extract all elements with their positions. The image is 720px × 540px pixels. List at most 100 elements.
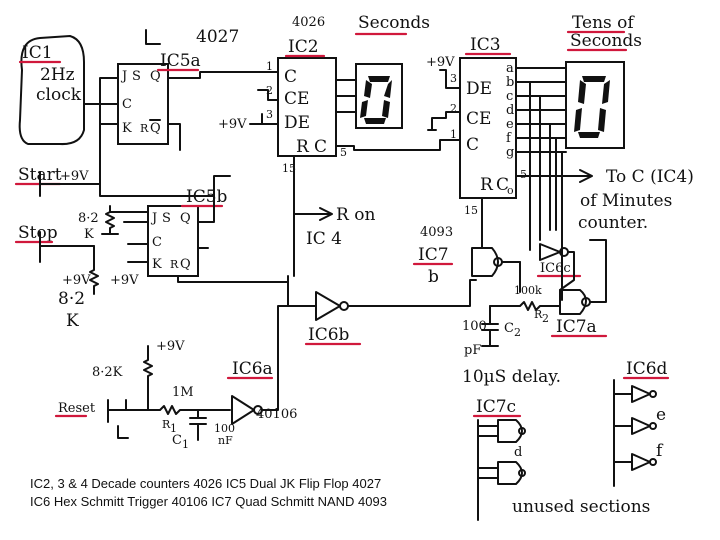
- start-switch: Start +9V: [14, 165, 101, 197]
- ic6f-label: f: [656, 441, 664, 461]
- delay-note: 10µS delay.: [462, 367, 561, 387]
- r-on: R on: [336, 205, 375, 225]
- ic3-pin-r: R: [480, 175, 494, 195]
- ic3-caption-1: Tens of: [572, 13, 635, 33]
- ic3: IC3 +9V DE CE C R C o 3 2 1 15 5 a b c d…: [426, 13, 642, 261]
- ic5b: IC5b J S C K R Q Q: [99, 175, 289, 283]
- ic7a-label: IC7a: [556, 317, 597, 337]
- ic2-pin-r: R: [296, 137, 310, 157]
- ic3-pin-ce: CE: [466, 109, 491, 129]
- r-82k-a-unit: K: [84, 227, 94, 242]
- ic2: 4026 IC2 C CE DE R C 1 2 3 15 5 +9V Seco…: [218, 13, 461, 277]
- ic3-pin-num-2: 2: [450, 102, 457, 115]
- ic3-label: IC3: [470, 35, 501, 55]
- reset-label: Reset: [58, 401, 96, 416]
- ic5a-pin-r: R: [140, 122, 149, 135]
- ic5b-pin-j: J: [150, 211, 157, 226]
- ic3-pin-de: DE: [466, 79, 492, 99]
- ic3-pin-num-5: 5: [520, 168, 527, 181]
- ic1-clock: IC1 2Hz clock: [18, 35, 119, 146]
- unused-ic7: IC7c d: [472, 397, 526, 521]
- counter: counter.: [578, 213, 648, 233]
- ic3-pin-num-3: 3: [450, 72, 457, 85]
- c1-label: C: [172, 433, 182, 448]
- ic6c-label: IC6c: [540, 261, 571, 276]
- ic3-pin-num-15: 15: [464, 204, 478, 217]
- ic7b-label-sub: b: [428, 267, 439, 287]
- ic5a-pin-qbar: Q: [150, 121, 161, 136]
- ic6d-label: IC6d: [626, 359, 668, 379]
- c1-sub: 1: [182, 438, 189, 451]
- ic2-pin-num-2: 2: [266, 84, 273, 97]
- ic5a-pin-q: Q: [150, 69, 161, 84]
- to-c-ic4: To C (IC4): [606, 167, 694, 187]
- svg-text:a: a: [506, 61, 514, 76]
- ic2-pin-num-5: 5: [340, 146, 347, 159]
- ic7d-label: d: [514, 445, 522, 460]
- ic6b-gate: IC6b: [287, 279, 477, 346]
- ic1-freq: 2Hz: [40, 65, 75, 85]
- ic5b-pin-qbar: Q: [180, 257, 191, 272]
- ic1-title: IC1: [22, 43, 53, 63]
- ic5a-label: IC5a: [160, 51, 201, 71]
- delay-network: C 2 100 pF 100k R 2 IC7a IC6c: [462, 239, 608, 358]
- ic5b-pin-c: C: [152, 235, 162, 250]
- svg-text:e: e: [506, 117, 514, 132]
- ic2-caption: Seconds: [358, 13, 430, 33]
- legend-line-1: IC2, 3 & 4 Decade counters 4026 IC5 Dual…: [30, 476, 381, 491]
- supply-stop: +9V: [62, 273, 91, 288]
- reset-circuit: Reset +9V 8·2K 1M R 1 C 1 100 nF IC6a 40…: [54, 305, 297, 451]
- svg-text:g: g: [506, 145, 514, 160]
- r1-value: 1M: [172, 385, 194, 400]
- ic2-pin-ce: CE: [284, 89, 309, 109]
- ic1-clock-label: clock: [36, 85, 82, 105]
- svg-text:f: f: [506, 131, 512, 146]
- stop-label: Stop: [18, 223, 58, 243]
- supply-start: +9V: [60, 169, 89, 184]
- r2-label: R: [534, 308, 543, 321]
- ic2-pin-num-3: 3: [266, 108, 273, 121]
- r2-value: 100k: [514, 284, 542, 297]
- ic6e-label: e: [656, 405, 666, 425]
- supply-reset: +9V: [156, 339, 185, 354]
- to-c-label: To C (IC4) of Minutes counter.: [578, 167, 694, 233]
- r1-label: R: [162, 418, 171, 431]
- supply-ic5b: +9V: [110, 273, 139, 288]
- ic6a-label: IC6a: [232, 359, 273, 379]
- ic3-caption-2: Seconds: [570, 31, 642, 51]
- ic7b-gate: 4093 IC7 b: [412, 225, 521, 287]
- supply-ic2-de: +9V: [218, 117, 247, 132]
- ic7b-label: IC7: [418, 245, 449, 265]
- ic5a-part: 4027: [196, 27, 239, 47]
- ic2-part: 4026: [292, 15, 325, 30]
- r2-sub: 2: [542, 312, 549, 325]
- legend-line-2: IC6 Hex Schmitt Trigger 40106 IC7 Quad S…: [30, 494, 387, 509]
- r-82k-c: 8·2K: [92, 365, 123, 380]
- ic2-pin-num-1: 1: [266, 60, 273, 73]
- stop-switch: Stop 8·2 K +9V +9V 8·2 K: [14, 205, 139, 331]
- unused-note: unused sections: [512, 497, 650, 517]
- c1-unit: nF: [218, 434, 233, 447]
- ic5a: 4027 IC5a J S C K R Q Q: [99, 27, 261, 181]
- r-82k-b-unit: K: [66, 311, 79, 331]
- ic2-label: IC2: [288, 37, 319, 57]
- of-minutes: of Minutes: [580, 191, 672, 211]
- ic2-pin-c: C: [284, 67, 297, 87]
- ic5a-pin-s: S: [132, 69, 141, 84]
- ic7c-label: IC7c: [476, 397, 516, 417]
- r1-sub: 1: [170, 422, 177, 435]
- ic2-pin-co: C: [314, 137, 327, 157]
- ic3-pin-num-1: 1: [450, 128, 457, 141]
- ic2-pin-de: DE: [284, 113, 310, 133]
- svg-text:d: d: [506, 103, 514, 118]
- r-on-ic4: R on IC 4: [293, 205, 375, 249]
- c1-value: 100: [214, 422, 235, 435]
- c2-sub: 2: [514, 326, 521, 339]
- c2-label: C: [504, 321, 514, 336]
- svg-text:b: b: [506, 75, 514, 90]
- ic2-pin-num-15: 15: [282, 162, 296, 175]
- ic5b-pin-r: R: [170, 258, 179, 271]
- ic5b-pin-s: S: [162, 211, 171, 226]
- ic3-segment-pins: a b c d e f g: [506, 61, 514, 160]
